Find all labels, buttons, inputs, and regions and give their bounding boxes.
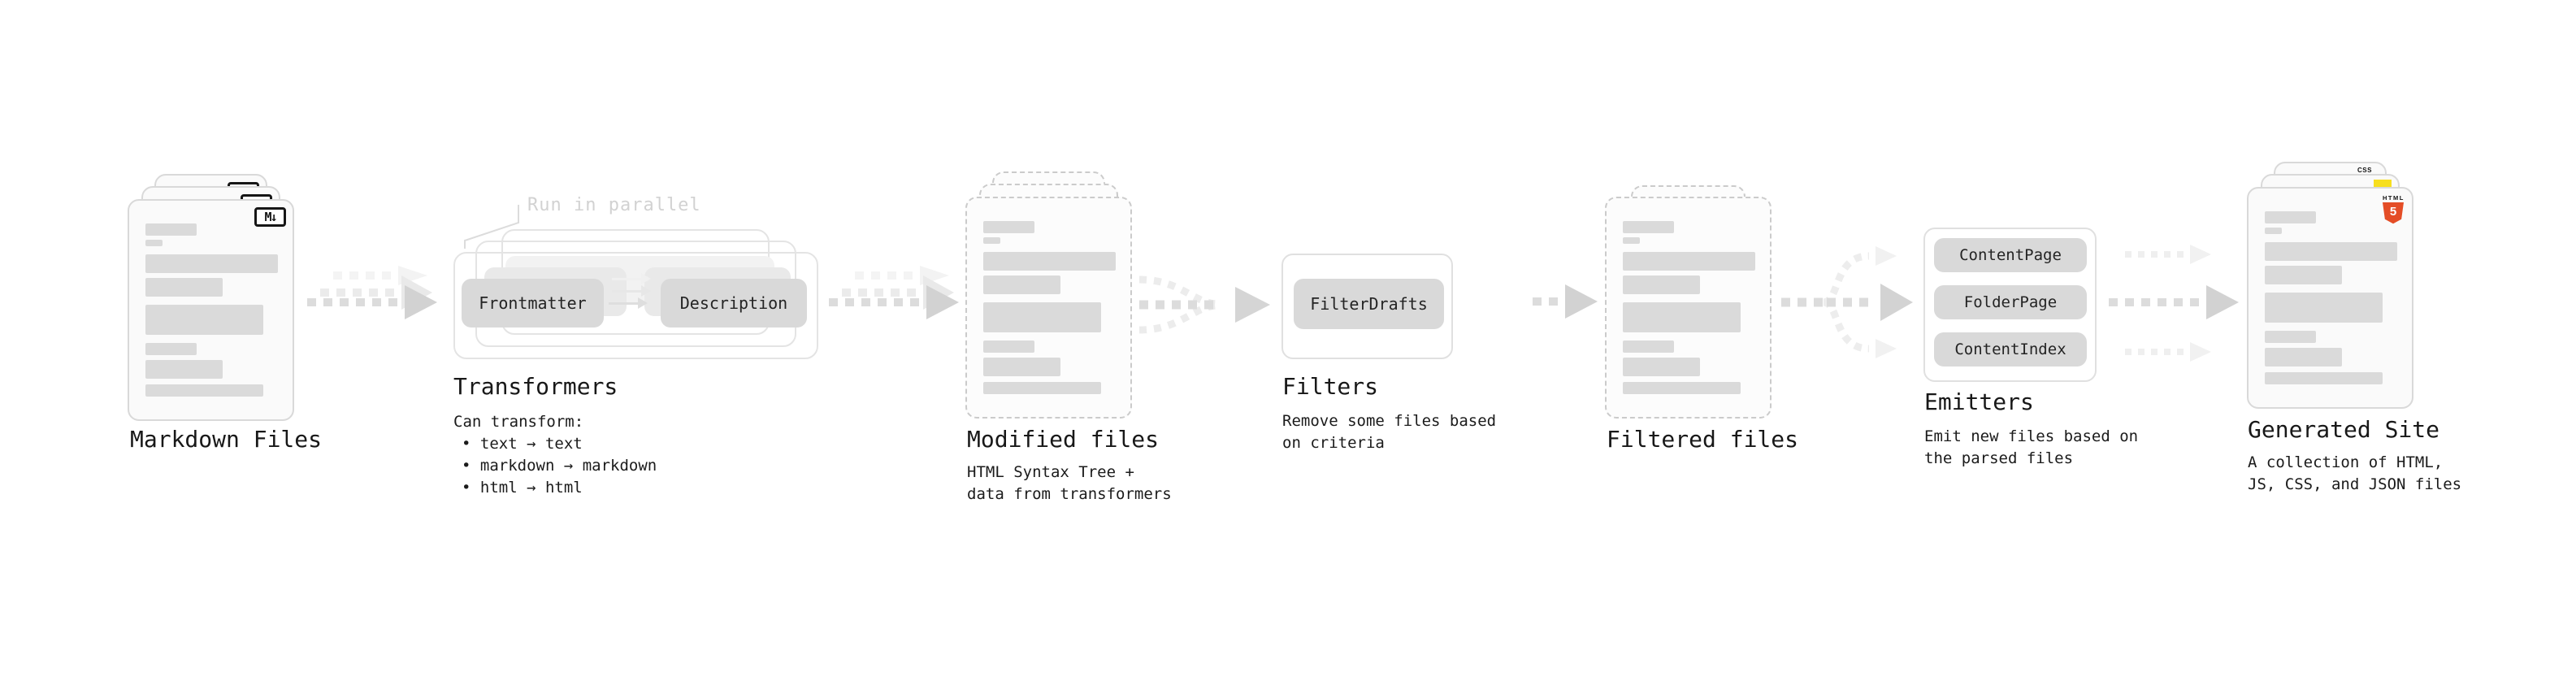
filters-description: Remove some files based on criteria bbox=[1282, 410, 1496, 454]
description-pill: Description bbox=[661, 279, 807, 327]
doc-bar bbox=[145, 360, 223, 379]
emitters-container bbox=[1923, 228, 2097, 382]
contentindex-pill: ContentIndex bbox=[1934, 332, 2087, 367]
doc-bar bbox=[983, 358, 1060, 376]
javascript-icon bbox=[2374, 180, 2392, 188]
document-content-placeholder bbox=[967, 198, 1130, 394]
emitters-title: Emitters bbox=[1924, 388, 2034, 415]
doc-bar bbox=[145, 305, 263, 335]
pill-arrow-icon bbox=[612, 285, 651, 297]
filters-container bbox=[1281, 254, 1453, 359]
flow-arrow-emitters-to-site-bottom bbox=[2125, 342, 2211, 362]
doc-bar bbox=[145, 278, 223, 297]
doc-bar bbox=[1623, 237, 1640, 244]
filters-desc-line: Remove some files based bbox=[1282, 412, 1497, 430]
doc-bar bbox=[145, 384, 263, 397]
html5-shield-icon: 5 bbox=[2383, 202, 2404, 224]
doc-bar bbox=[1623, 252, 1755, 271]
markdown-files-stack: M↓ M↓ M↓ bbox=[128, 174, 294, 421]
modified-files-desc-line: HTML Syntax Tree + bbox=[967, 463, 1134, 481]
generated-site-title: Generated Site bbox=[2248, 416, 2440, 443]
doc-bar bbox=[2265, 228, 2282, 234]
doc-bar bbox=[2265, 211, 2316, 223]
doc-bar bbox=[145, 223, 197, 236]
doc-bar bbox=[983, 221, 1034, 233]
emitters-description: Emit new files based on the parsed files bbox=[1924, 426, 2138, 470]
filters-title: Filters bbox=[1282, 373, 1379, 400]
generated-site-desc-line: A collection of HTML, bbox=[2248, 453, 2444, 471]
flow-arrow-emitters-to-site bbox=[2109, 285, 2239, 319]
emitters-desc-line: Emit new files based on bbox=[1924, 427, 2139, 445]
document-content-placeholder bbox=[1607, 198, 1770, 394]
transformers-desc-item: • html → html bbox=[462, 479, 583, 497]
doc-bar bbox=[2265, 293, 2383, 323]
annotation-leader-line bbox=[464, 205, 519, 249]
markdown-icon: M↓ bbox=[254, 207, 286, 227]
flow-arrow-transformers-to-modified bbox=[829, 285, 959, 319]
markdown-files-title: Markdown Files bbox=[130, 426, 323, 453]
css-icon-label: CSS bbox=[2357, 167, 2372, 174]
filters-desc-line: on criteria bbox=[1282, 434, 1385, 452]
html-document-card: HTML 5 bbox=[2247, 187, 2413, 409]
flow-arrow-emitters-to-site-top bbox=[2125, 245, 2211, 264]
flow-arrow-filtered-to-emitters bbox=[1781, 246, 1913, 358]
transformers-title: Transformers bbox=[453, 373, 618, 400]
generated-site-stack: CSS HTML 5 bbox=[2247, 162, 2413, 409]
generated-site-description: A collection of HTML, JS, CSS, and JSON … bbox=[2248, 452, 2461, 496]
doc-bar bbox=[1623, 340, 1674, 353]
doc-bar bbox=[983, 275, 1060, 294]
doc-bar bbox=[145, 343, 197, 355]
flow-arrow-modified-to-filters bbox=[1138, 275, 1270, 334]
doc-bar bbox=[983, 382, 1101, 394]
doc-bar bbox=[1623, 302, 1741, 332]
doc-bar bbox=[983, 302, 1101, 332]
emitters-desc-line: the parsed files bbox=[1924, 449, 2074, 467]
modified-files-title: Modified files bbox=[967, 426, 1160, 453]
pill-arrow-icon bbox=[612, 273, 651, 284]
doc-bar bbox=[2265, 266, 2342, 284]
transformers-container bbox=[453, 252, 818, 359]
doc-bar bbox=[2265, 242, 2397, 261]
html5-icon-label: HTML bbox=[2383, 194, 2405, 202]
html5-icon: HTML 5 bbox=[2383, 194, 2404, 224]
doc-bar bbox=[983, 237, 1000, 244]
doc-bar bbox=[145, 240, 163, 246]
filterdrafts-pill: FilterDrafts bbox=[1294, 279, 1444, 329]
generated-site-desc-line: JS, CSS, and JSON files bbox=[2248, 475, 2462, 493]
doc-bar bbox=[2265, 331, 2316, 343]
transformers-desc-item: • text → text bbox=[462, 435, 583, 453]
folderpage-pill: FolderPage bbox=[1934, 285, 2087, 319]
document-content-placeholder bbox=[129, 201, 293, 397]
flow-arrow-filters-to-filtered bbox=[1533, 284, 1598, 319]
doc-bar bbox=[2265, 372, 2383, 384]
doc-bar bbox=[1623, 275, 1700, 294]
transformers-desc-title: Can transform: bbox=[453, 413, 584, 431]
doc-bar bbox=[145, 254, 278, 273]
modified-files-stack bbox=[965, 171, 1132, 419]
modified-files-desc-line: data from transformers bbox=[967, 485, 1172, 503]
transformers-desc-item: • markdown → markdown bbox=[462, 457, 657, 475]
pill-arrow-icon bbox=[609, 297, 648, 309]
filtered-document-card bbox=[1605, 197, 1772, 419]
run-in-parallel-annotation: Run in parallel bbox=[527, 195, 701, 215]
flow-arrow-markdown-to-transformers bbox=[307, 285, 437, 319]
doc-bar bbox=[1623, 382, 1741, 394]
doc-bar bbox=[1623, 358, 1700, 376]
filtered-files-stack bbox=[1605, 185, 1772, 419]
doc-bar bbox=[983, 252, 1116, 271]
modified-document-card bbox=[965, 197, 1132, 419]
contentpage-pill: ContentPage bbox=[1934, 238, 2087, 272]
doc-bar bbox=[983, 340, 1034, 353]
doc-bar bbox=[1623, 221, 1674, 233]
filtered-files-title: Filtered files bbox=[1607, 426, 1799, 453]
modified-files-description: HTML Syntax Tree + data from transformer… bbox=[967, 462, 1172, 505]
doc-bar bbox=[2265, 348, 2342, 367]
document-content-placeholder bbox=[2249, 189, 2412, 384]
frontmatter-pill: Frontmatter bbox=[462, 279, 604, 327]
transformers-description: Can transform: • text → text • markdown … bbox=[453, 411, 657, 499]
markdown-document-card: M↓ bbox=[128, 199, 294, 421]
